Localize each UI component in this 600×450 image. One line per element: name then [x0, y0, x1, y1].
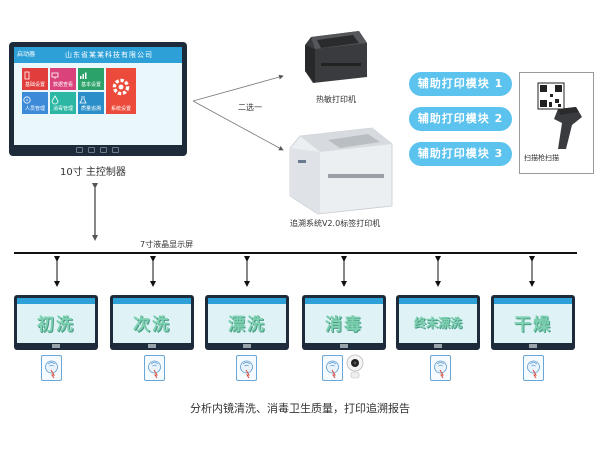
tile-basic-settings[interactable]: 基础设置 — [22, 68, 48, 90]
rfid-reader-icon — [322, 355, 343, 381]
main-controller-header: 启动器 山东省某某科技有限公司 — [14, 47, 182, 63]
scanner-panel: 扫描枪扫描 — [519, 72, 594, 174]
drop-icon — [51, 95, 59, 105]
tile-system-settings[interactable]: 系统设置 — [106, 68, 136, 114]
rfid-reader-icon — [236, 355, 257, 381]
rfid-reader-icon — [430, 355, 451, 381]
tile-label: 系统设置 — [110, 106, 131, 112]
hardware-button[interactable] — [76, 147, 83, 153]
scanner-caption: 扫描枪扫描 — [524, 154, 559, 162]
main-controller-caption: 10寸 主控制器 — [60, 167, 126, 178]
station-screen-initial-wash: 初洗 — [14, 295, 98, 350]
aux-print-module-2[interactable]: 辅助打印模块 2 — [409, 107, 512, 131]
hardware-button[interactable] — [100, 147, 107, 153]
aux-print-module-1[interactable]: 辅助打印模块 1 — [409, 72, 512, 96]
tile-disinfection-management[interactable]: 消毒管理 — [50, 92, 76, 114]
rfid-reader-icon — [144, 355, 165, 381]
tile-label: 基本设置 — [80, 82, 101, 88]
footer-caption: 分析内镜清洗、消毒卫生质量，打印追溯报告 — [190, 402, 410, 415]
monitor-stand — [52, 344, 60, 348]
station-label: 消毒 — [325, 315, 363, 335]
station-screen-dry: 干燥 — [491, 295, 575, 350]
monitor-stand — [340, 344, 348, 348]
rfid-reader-icon — [523, 355, 544, 381]
camera-icon — [346, 354, 364, 379]
aux-print-module-3[interactable]: 辅助打印模块 3 — [409, 142, 512, 166]
station-label: 终末漂洗 — [413, 316, 462, 330]
lab-icon — [79, 96, 87, 104]
tile-data-view[interactable]: 数据查看 — [50, 68, 76, 90]
tile-label: 数据查看 — [52, 82, 73, 88]
tile-label: 质量追溯 — [80, 106, 101, 112]
hardware-button[interactable] — [112, 147, 119, 153]
station-screen-final-rinse: 终末漂洗 — [396, 295, 480, 350]
station-label: 初洗 — [37, 315, 75, 335]
fan-icon — [23, 96, 31, 104]
chart-icon — [80, 72, 87, 79]
monitor-stand — [434, 344, 442, 348]
bus-caption: 7寸液晶显示屏 — [140, 240, 194, 249]
tile-label: 基础设置 — [24, 82, 45, 88]
main-controller-button-row — [14, 146, 182, 154]
main-controller-monitor: 启动器 山东省某某科技有限公司 基础设置 数据查看 基本设置 系统设置 人员管理 — [9, 42, 187, 156]
gear-icon — [112, 78, 130, 96]
thermal-printer-caption: 热敏打印机 — [316, 95, 356, 104]
monitor-stand — [243, 344, 251, 348]
label-printer-caption: 追溯系统V2.0标签打印机 — [290, 219, 381, 228]
connector-lines — [92, 74, 284, 241]
station-label: 干燥 — [514, 315, 552, 335]
station-screen-disinfect: 消毒 — [302, 295, 386, 350]
monitor-stand — [529, 344, 537, 348]
barcode-scanner-image — [537, 82, 582, 149]
main-controller-logo: 启动器 — [17, 51, 36, 58]
station-label: 次洗 — [133, 315, 171, 335]
label-printer-image — [289, 127, 393, 215]
rfid-reader-icon — [41, 355, 62, 381]
tile-label: 消毒管理 — [52, 106, 73, 112]
choice-label: 二选一 — [238, 103, 262, 112]
hardware-button[interactable] — [88, 147, 95, 153]
station-screen-rinse: 漂洗 — [205, 295, 289, 350]
arrow-to-label-printer — [192, 100, 284, 151]
station-screen-second-wash: 次洗 — [110, 295, 194, 350]
tile-staff-management[interactable]: 人员管理 — [22, 92, 48, 114]
file-icon — [24, 71, 30, 80]
main-controller-screen: 启动器 山东省某某科技有限公司 基础设置 数据查看 基本设置 系统设置 人员管理 — [14, 47, 182, 145]
bus-line — [14, 252, 577, 254]
station-connector-arrows — [54, 256, 535, 287]
arrow-to-thermal-printer — [192, 74, 284, 102]
tile-general-settings[interactable]: 基本设置 — [78, 68, 104, 90]
station-label: 漂洗 — [228, 315, 266, 335]
tile-quality-trace[interactable]: 质量追溯 — [78, 92, 104, 114]
main-controller-title: 山东省某某科技有限公司 — [65, 51, 153, 59]
monitor-stand — [148, 344, 156, 348]
thermal-printer-image — [305, 31, 367, 83]
tile-label: 人员管理 — [24, 106, 45, 112]
monitor-icon — [51, 72, 59, 79]
